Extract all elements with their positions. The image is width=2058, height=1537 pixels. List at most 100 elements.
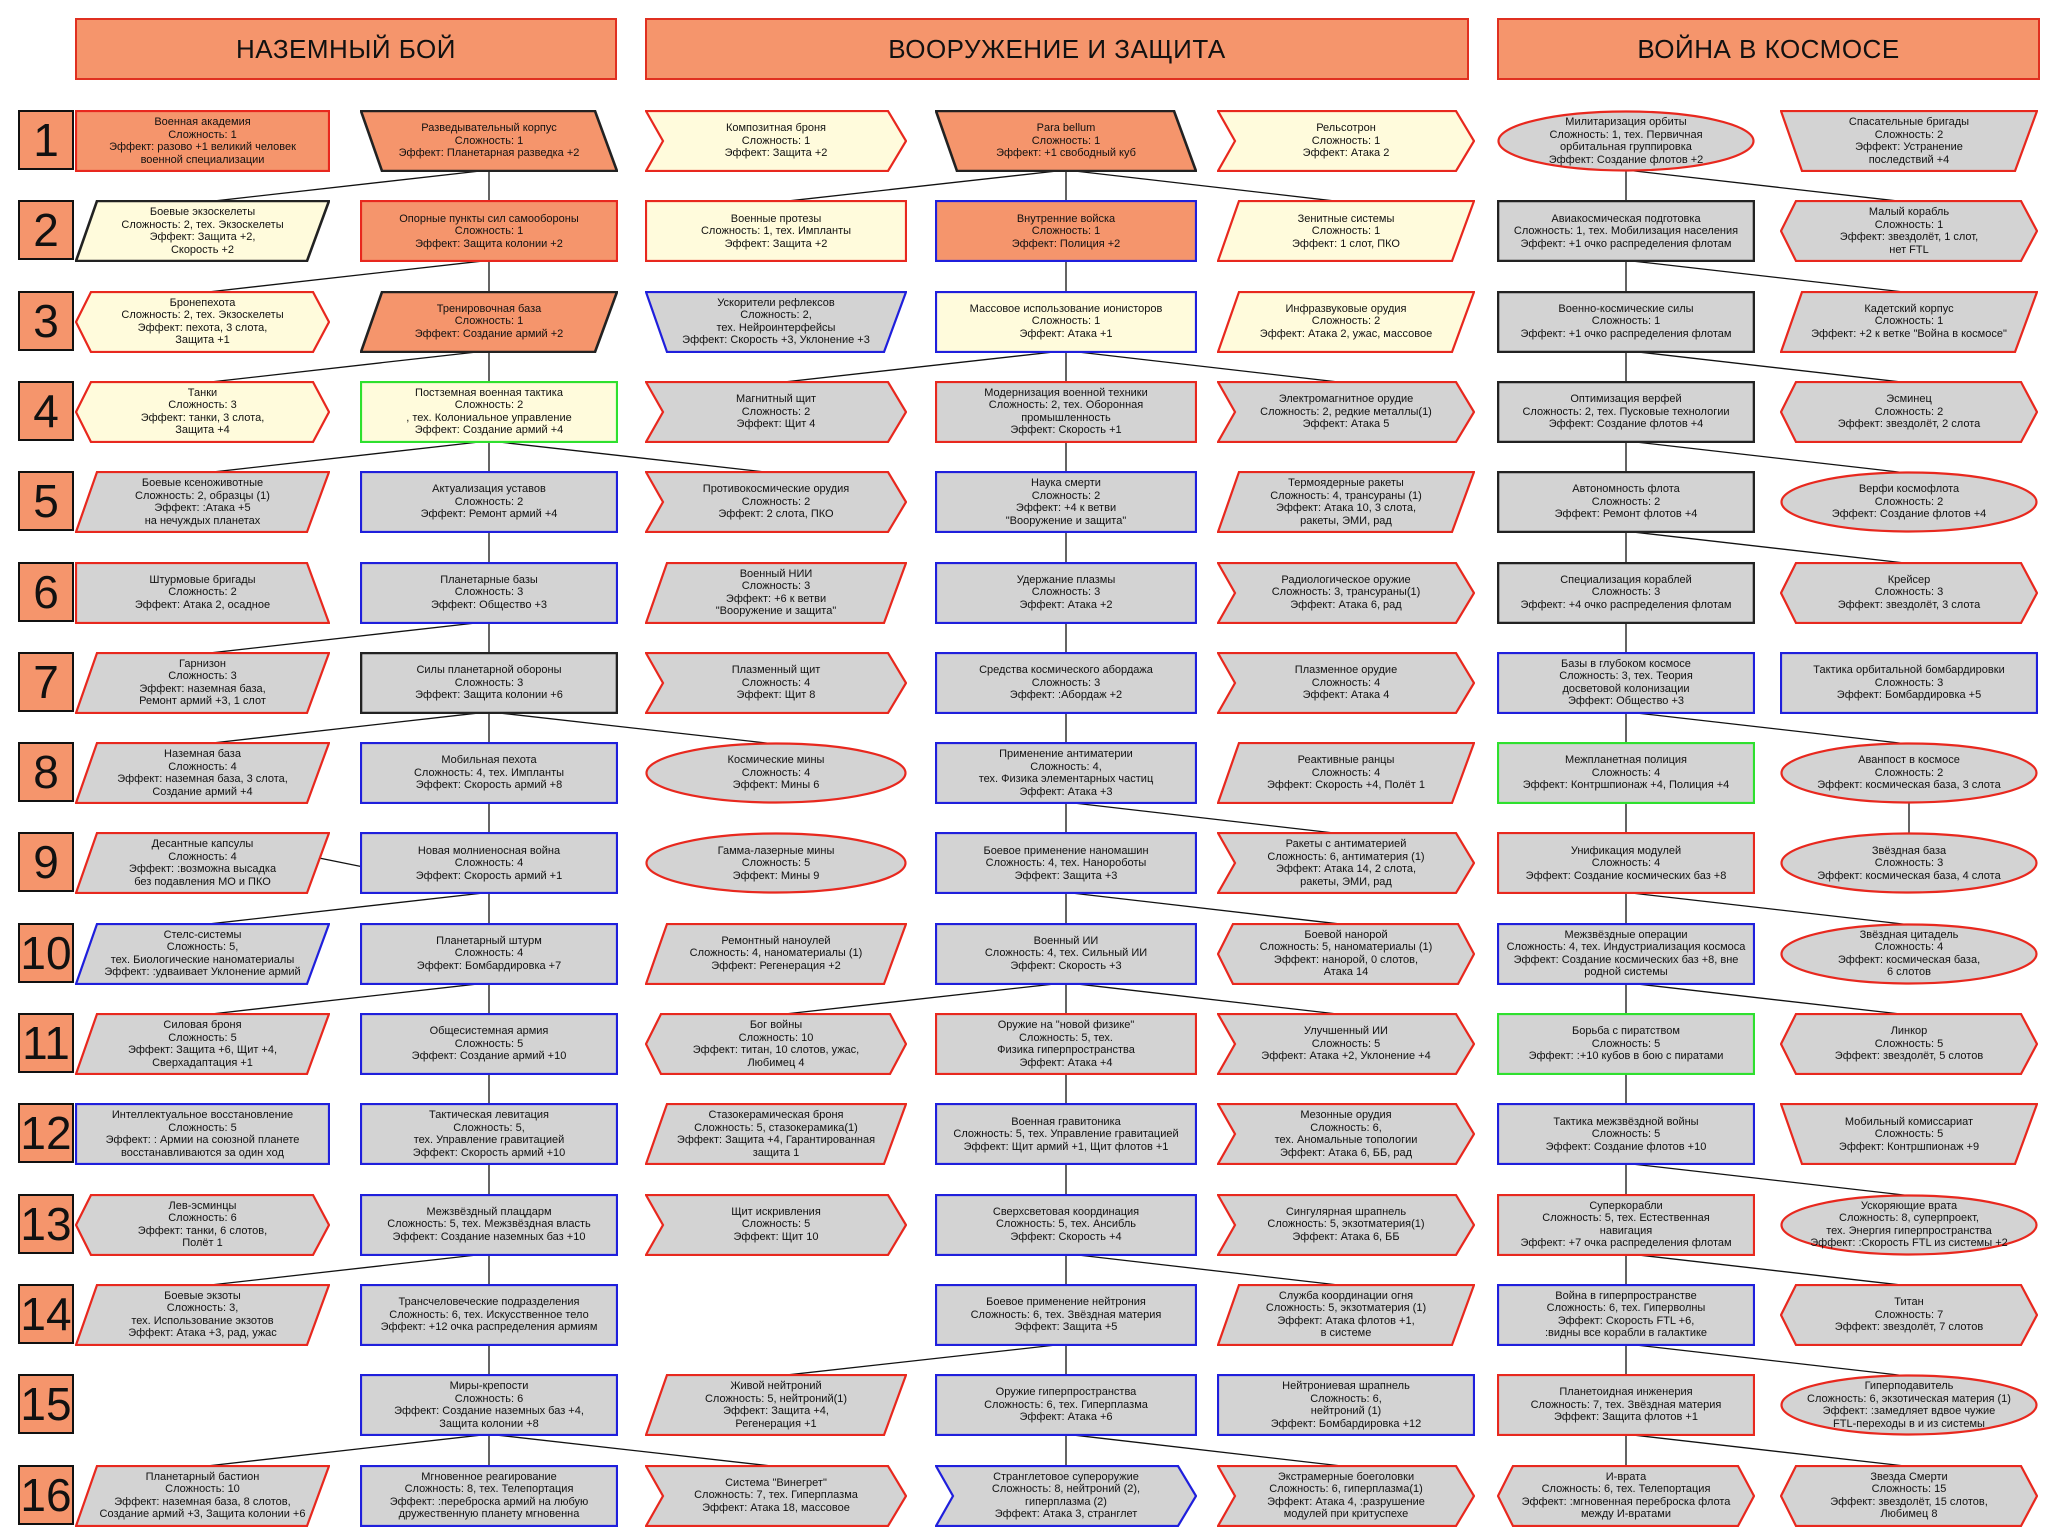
tech-node-l3b[interactable]: Тренировочная база Сложность: 1 Эффект: … — [360, 290, 618, 353]
tech-node-m16a[interactable]: Система "Винегрет" Сложность: 7, тех. Ги… — [645, 1464, 907, 1527]
tech-node-m12a[interactable]: Стазокерамическая броня Сложность: 5, ст… — [645, 1103, 907, 1166]
tech-node-l9b[interactable]: Новая молниеносная война Сложность: 4 Эф… — [360, 832, 618, 895]
tech-node-r5a[interactable]: Автономность флота Сложность: 2 Эффект: … — [1497, 471, 1755, 534]
tech-node-m7c[interactable]: Плазменное орудие Сложность: 4 Эффект: А… — [1217, 651, 1475, 714]
tech-node-m10a[interactable]: Ремонтный наноулей Сложность: 4, наномат… — [645, 922, 907, 985]
tech-node-r4a[interactable]: Оптимизация верфей Сложность: 2, тех. Пу… — [1497, 380, 1755, 443]
tech-node-l6a[interactable]: Штурмовые бригады Сложность: 2 Эффект: А… — [75, 561, 330, 624]
tech-node-m15c[interactable]: Нейтрониевая шрапнель Сложность: 6, нейт… — [1217, 1374, 1475, 1437]
tech-node-m11a[interactable]: Бог войны Сложность: 10 Эффект: титан, 1… — [645, 1013, 907, 1075]
tech-node-l10b[interactable]: Планетарный штурм Сложность: 4 Эффект: Б… — [360, 922, 618, 985]
tech-node-r5b[interactable]: Верфи космофлота Сложность: 2 Эффект: Со… — [1780, 471, 2038, 533]
tech-node-r9b[interactable]: Звёздная база Сложность: 3 Эффект: косми… — [1780, 832, 2038, 894]
tech-node-r14b[interactable]: Титан Сложность: 7 Эффект: звездолёт, 7 … — [1780, 1283, 2038, 1346]
tech-node-m5c[interactable]: Термоядерные ракеты Сложность: 4, трансу… — [1217, 471, 1475, 534]
tech-node-l16a[interactable]: Планетарный бастион Сложность: 10 Эффект… — [75, 1464, 330, 1527]
tech-node-l7a[interactable]: Гарнизон Сложность: 3 Эффект: наземная б… — [75, 651, 330, 714]
tech-node-r12b[interactable]: Мобильный комиссариат Сложность: 5 Эффек… — [1780, 1103, 2038, 1166]
tech-node-l8a[interactable]: Наземная база Сложность: 4 Эффект: назем… — [75, 742, 330, 805]
tech-node-r15b[interactable]: Гиперподавитель Сложность: 6, экзотическ… — [1780, 1374, 2038, 1436]
tech-node-l10a[interactable]: Стелс-системы Сложность: 5, тех. Биологи… — [75, 922, 330, 985]
tech-node-m11c[interactable]: Улучшенный ИИ Сложность: 5 Эффект: Атака… — [1217, 1013, 1475, 1075]
tech-node-l5b[interactable]: Актуализация уставов Сложность: 2 Эффект… — [360, 471, 618, 534]
tech-node-l12a[interactable]: Интеллектуальное восстановление Сложност… — [75, 1103, 330, 1166]
tech-node-r14a[interactable]: Война в гиперпространстве Сложность: 6, … — [1497, 1283, 1755, 1346]
tech-node-m13b[interactable]: Сверхсветовая координация Сложность: 5, … — [935, 1193, 1197, 1256]
tech-node-m6a[interactable]: Военный НИИ Сложность: 3 Эффект: +6 к ве… — [645, 561, 907, 624]
tech-node-m7a[interactable]: Плазменный щит Сложность: 4 Эффект: Щит … — [645, 651, 907, 714]
tech-node-m3c[interactable]: Инфразвуковые орудия Сложность: 2 Эффект… — [1217, 290, 1475, 353]
tech-node-m3a[interactable]: Ускорители рефлексов Сложность: 2, тех. … — [645, 290, 907, 353]
tech-node-m10c[interactable]: Боевой нанорой Сложность: 5, наноматериа… — [1217, 922, 1475, 985]
tech-node-m5b[interactable]: Наука смерти Сложность: 2 Эффект: +4 к в… — [935, 471, 1197, 534]
tech-node-r13a[interactable]: Суперкорабли Сложность: 5, тех. Естестве… — [1497, 1193, 1755, 1256]
tech-node-l11b[interactable]: Общесистемная армия Сложность: 5 Эффект:… — [360, 1013, 618, 1075]
tech-node-m8c[interactable]: Реактивные ранцы Сложность: 4 Эффект: Ск… — [1217, 742, 1475, 805]
tech-node-m2b[interactable]: Внутренние войска Сложность: 1 Эффект: П… — [935, 200, 1197, 263]
tech-node-m2a[interactable]: Военные протезы Сложность: 1, тех. Импла… — [645, 200, 907, 263]
tech-node-l7b[interactable]: Силы планетарной обороны Сложность: 3 Эф… — [360, 651, 618, 714]
tech-node-m8a[interactable]: Космические мины Сложность: 4 Эффект: Ми… — [645, 742, 907, 804]
tech-node-l1b[interactable]: Разведывательный корпус Сложность: 1 Эфф… — [360, 110, 618, 172]
tech-node-r16b[interactable]: Звезда Смерти Сложность: 15 Эффект: звез… — [1780, 1464, 2038, 1527]
tech-node-m4c[interactable]: Электромагнитное орудие Сложность: 2, ре… — [1217, 380, 1475, 443]
tech-node-l4b[interactable]: Постземная военная тактика Сложность: 2 … — [360, 380, 618, 443]
tech-node-r12a[interactable]: Тактика межзвёздной войны Сложность: 5 Э… — [1497, 1103, 1755, 1166]
tech-node-r13b[interactable]: Ускоряющие врата Сложность: 8, суперпрое… — [1780, 1193, 2038, 1256]
tech-node-m14c[interactable]: Служба координации огня Сложность: 5, эк… — [1217, 1283, 1475, 1346]
tech-node-m1c[interactable]: Рельсотрон Сложность: 1 Эффект: Атака 2 — [1217, 110, 1475, 172]
tech-node-l11a[interactable]: Силовая броня Сложность: 5 Эффект: Защит… — [75, 1013, 330, 1075]
tech-node-m9a[interactable]: Гамма-лазерные мины Сложность: 5 Эффект:… — [645, 832, 907, 894]
tech-node-l9a[interactable]: Десантные капсулы Сложность: 4 Эффект: :… — [75, 832, 330, 895]
tech-node-l3a[interactable]: Бронепехота Сложность: 2, тех. Экзоскеле… — [75, 290, 330, 353]
tech-node-m2c[interactable]: Зенитные системы Сложность: 1 Эффект: 1 … — [1217, 200, 1475, 263]
tech-node-l13b[interactable]: Межзвёздный плацдарм Сложность: 5, тех. … — [360, 1193, 618, 1256]
tech-node-m6b[interactable]: Удержание плазмы Сложность: 3 Эффект: Ат… — [935, 561, 1197, 624]
tech-node-r2b[interactable]: Малый корабль Сложность: 1 Эффект: звезд… — [1780, 200, 2038, 263]
tech-node-l4a[interactable]: Танки Сложность: 3 Эффект: танки, 3 слот… — [75, 380, 330, 443]
tech-node-r16a[interactable]: И-врата Сложность: 6, тех. Телепортация … — [1497, 1464, 1755, 1527]
tech-node-r11a[interactable]: Борьба с пиратством Сложность: 5 Эффект:… — [1497, 1013, 1755, 1075]
tech-node-l5a[interactable]: Боевые ксеноживотные Сложность: 2, образ… — [75, 471, 330, 534]
tech-node-m1a[interactable]: Композитная броня Сложность: 1 Эффект: З… — [645, 110, 907, 172]
tech-node-l8b[interactable]: Мобильная пехота Сложность: 4, тех. Импл… — [360, 742, 618, 805]
tech-node-m4a[interactable]: Магнитный щит Сложность: 2 Эффект: Щит 4 — [645, 380, 907, 443]
tech-node-l14b[interactable]: Трансчеловеческие подразделения Сложност… — [360, 1283, 618, 1346]
tech-node-l2a[interactable]: Боевые экзоскелеты Сложность: 2, тех. Эк… — [75, 200, 330, 263]
tech-node-m1b[interactable]: Para bellum Сложность: 1 Эффект: +1 своб… — [935, 110, 1197, 172]
tech-node-m15a[interactable]: Живой нейтроний Сложность: 5, нейтроний(… — [645, 1374, 907, 1437]
tech-node-m16b[interactable]: Странглетовое супероружие Сложность: 8, … — [935, 1464, 1197, 1527]
tech-node-l12b[interactable]: Тактическая левитация Сложность: 5, тех.… — [360, 1103, 618, 1166]
tech-node-m12b[interactable]: Военная гравитоника Сложность: 5, тех. У… — [935, 1103, 1197, 1166]
tech-node-m3b[interactable]: Массовое использование ионисторов Сложно… — [935, 290, 1197, 353]
tech-node-l13a[interactable]: Лев-эсминцы Сложность: 6 Эффект: танки, … — [75, 1193, 330, 1256]
tech-node-m10b[interactable]: Военный ИИ Сложность: 4, тех. Сильный ИИ… — [935, 922, 1197, 985]
tech-node-r6b[interactable]: Крейсер Сложность: 3 Эффект: звездолёт, … — [1780, 561, 2038, 624]
tech-node-l15b[interactable]: Миры-крепости Сложность: 6 Эффект: Созда… — [360, 1374, 618, 1437]
tech-node-l2b[interactable]: Опорные пункты сил самообороны Сложность… — [360, 200, 618, 263]
tech-node-l1a[interactable]: Военная академия Сложность: 1 Эффект: ра… — [75, 110, 330, 172]
tech-node-r1a[interactable]: Милитаризация орбиты Сложность: 1, тех. … — [1497, 110, 1755, 172]
tech-node-m9b[interactable]: Боевое применение наномашин Сложность: 4… — [935, 832, 1197, 895]
tech-node-r10b[interactable]: Звёздная цитадель Сложность: 4 Эффект: к… — [1780, 923, 2038, 985]
tech-node-l16b[interactable]: Мгновенное реагирование Сложность: 8, те… — [360, 1464, 618, 1527]
tech-node-r8a[interactable]: Межпланетная полиция Сложность: 4 Эффект… — [1497, 742, 1755, 805]
tech-node-m8b[interactable]: Применение антиматерии Сложность: 4, тех… — [935, 742, 1197, 805]
tech-node-r9a[interactable]: Унификация модулей Сложность: 4 Эффект: … — [1497, 832, 1755, 895]
tech-node-r11b[interactable]: Линкор Сложность: 5 Эффект: звездолёт, 5… — [1780, 1013, 2038, 1075]
tech-node-m13a[interactable]: Щит искривления Сложность: 5 Эффект: Щит… — [645, 1193, 907, 1256]
tech-node-r3b[interactable]: Кадетский корпус Сложность: 1 Эффект: +2… — [1780, 290, 2038, 353]
tech-node-r15a[interactable]: Планетоидная инженерия Сложность: 7, тех… — [1497, 1374, 1755, 1437]
tech-node-m15b[interactable]: Оружие гиперпространства Сложность: 6, т… — [935, 1374, 1197, 1437]
tech-node-m14b[interactable]: Боевое применение нейтрония Сложность: 6… — [935, 1283, 1197, 1346]
tech-node-m9c[interactable]: Ракеты с антиматерией Сложность: 6, анти… — [1217, 832, 1475, 895]
tech-node-m5a[interactable]: Противокосмические орудия Сложность: 2 Э… — [645, 471, 907, 534]
tech-node-m13c[interactable]: Сингулярная шрапнель Сложность: 5, экзот… — [1217, 1193, 1475, 1256]
tech-node-r8b[interactable]: Аванпост в космосе Сложность: 2 Эффект: … — [1780, 742, 2038, 804]
tech-node-r7a[interactable]: Базы в глубоком космосе Сложность: 3, те… — [1497, 651, 1755, 714]
tech-node-r7b[interactable]: Тактика орбитальной бомбардировки Сложно… — [1780, 651, 2038, 714]
tech-node-l6b[interactable]: Планетарные базы Сложность: 3 Эффект: Об… — [360, 561, 618, 624]
tech-node-m12c[interactable]: Мезонные орудия Сложность: 6, тех. Анома… — [1217, 1103, 1475, 1166]
tech-node-m16c[interactable]: Экстрамерные боеголовки Сложность: 6, ги… — [1217, 1464, 1475, 1527]
tech-node-r3a[interactable]: Военно-космические силы Сложность: 1 Эфф… — [1497, 290, 1755, 353]
